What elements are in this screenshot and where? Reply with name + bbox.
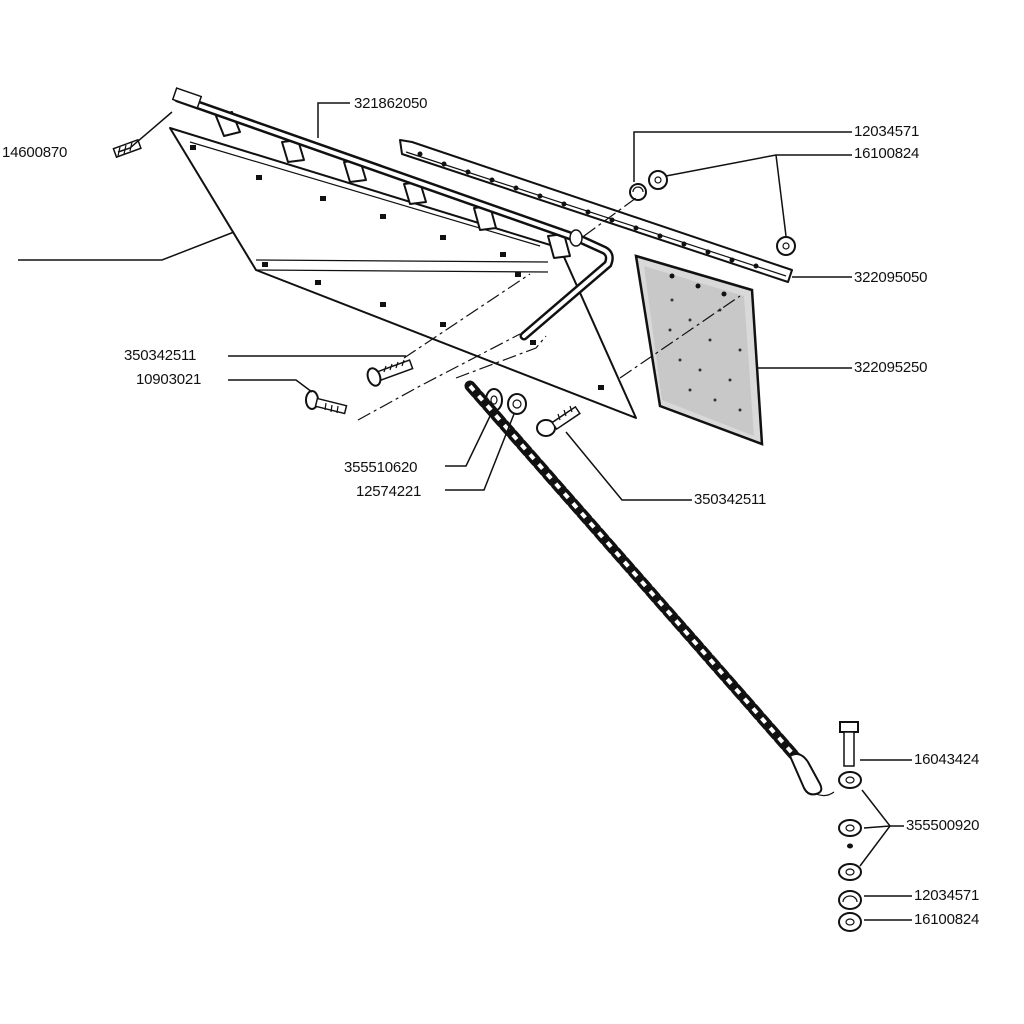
label-pin: 14600870	[2, 144, 67, 161]
mud-flap	[634, 254, 764, 446]
label-nut-top: 16100824	[854, 145, 919, 162]
nut-top-2	[776, 236, 796, 256]
label-bolt-bottom: 16043424	[914, 751, 979, 768]
nut-top	[648, 170, 668, 190]
panel-holes	[190, 145, 604, 390]
screw-left	[305, 390, 348, 415]
label-mud-flap: 322095250	[854, 359, 927, 376]
support-strip	[399, 139, 793, 283]
label-nut-bottom: 16100824	[914, 911, 979, 928]
label-nut-mid: 12574221	[356, 483, 421, 500]
bolt-bottom	[839, 721, 859, 767]
leader-lines	[18, 102, 912, 921]
rod-part	[171, 87, 614, 341]
label-clip-bottom: 12034571	[914, 887, 979, 904]
bolt-right	[536, 405, 581, 437]
label-clip-top: 12034571	[854, 123, 919, 140]
label-support-strip: 322095050	[854, 269, 927, 286]
chain	[464, 380, 835, 797]
nut-mid	[507, 393, 527, 415]
strip-holes	[417, 151, 759, 269]
label-washers-bottom: 355500920	[906, 817, 979, 834]
clip-bottom	[838, 890, 862, 910]
part-labels: 321862050 14600870 12034571 16100824 322…	[2, 95, 979, 928]
assembly-lines	[357, 197, 741, 421]
bolt-left	[366, 359, 414, 387]
label-bolt-right: 350342511	[694, 491, 766, 508]
label-bar-rod: 321862050	[354, 95, 427, 112]
clip-top	[629, 183, 647, 201]
nut-bottom	[838, 912, 862, 932]
label-washer-mid: 355510620	[344, 459, 417, 476]
label-screw-left: 10903021	[136, 371, 201, 388]
label-bolt-left: 350342511	[124, 347, 196, 364]
washers-bottom	[838, 771, 862, 881]
